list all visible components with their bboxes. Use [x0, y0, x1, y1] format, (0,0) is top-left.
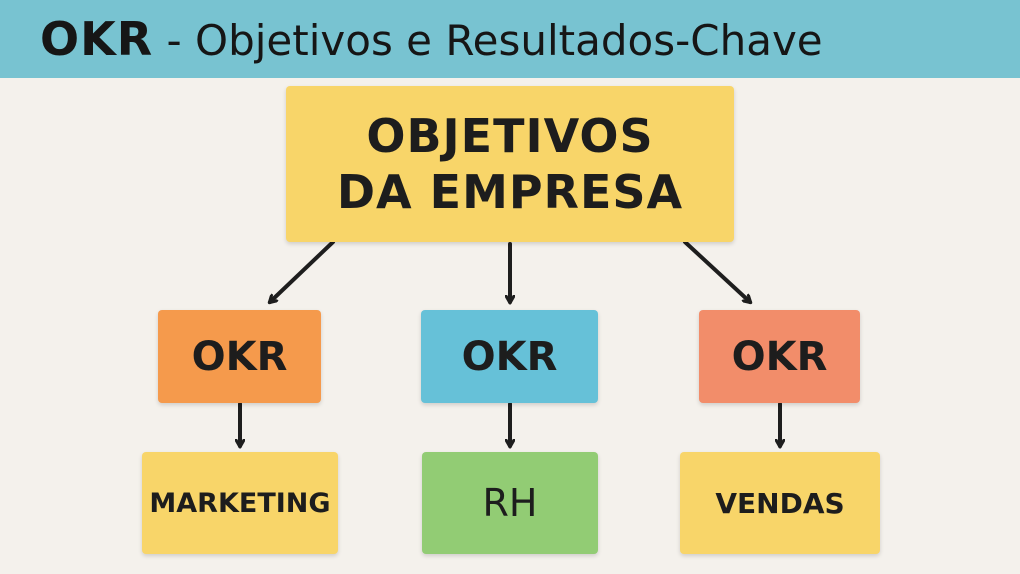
team-node-vendas: VENDAS	[680, 452, 880, 554]
arrow-root-to-okr-marketing	[270, 240, 335, 302]
team-node-marketing: MARKETING	[142, 452, 338, 554]
page-title: OKR - Objetivos e Resultados-Chave	[40, 12, 823, 68]
team-label-rh: RH	[482, 481, 538, 525]
okr-node-vendas: OKR	[699, 310, 860, 403]
arrow-root-to-okr-vendas	[683, 240, 750, 302]
okr-label: OKR	[461, 333, 558, 380]
okr-node-marketing: OKR	[158, 310, 321, 403]
title-description: - Objetivos e Resultados-Chave	[153, 16, 823, 65]
team-label-marketing: MARKETING	[149, 487, 331, 519]
title-acronym: OKR	[40, 12, 154, 66]
team-node-rh: RH	[422, 452, 598, 554]
company-objectives-node: OBJETIVOS DA EMPRESA	[286, 86, 734, 242]
okr-label: OKR	[191, 333, 288, 380]
company-objectives-label: OBJETIVOS DA EMPRESA	[336, 109, 684, 219]
okr-label: OKR	[731, 333, 828, 380]
header-bar: OKR - Objetivos e Resultados-Chave	[0, 0, 1020, 78]
okr-node-rh: OKR	[421, 310, 598, 403]
team-label-vendas: VENDAS	[715, 486, 845, 520]
